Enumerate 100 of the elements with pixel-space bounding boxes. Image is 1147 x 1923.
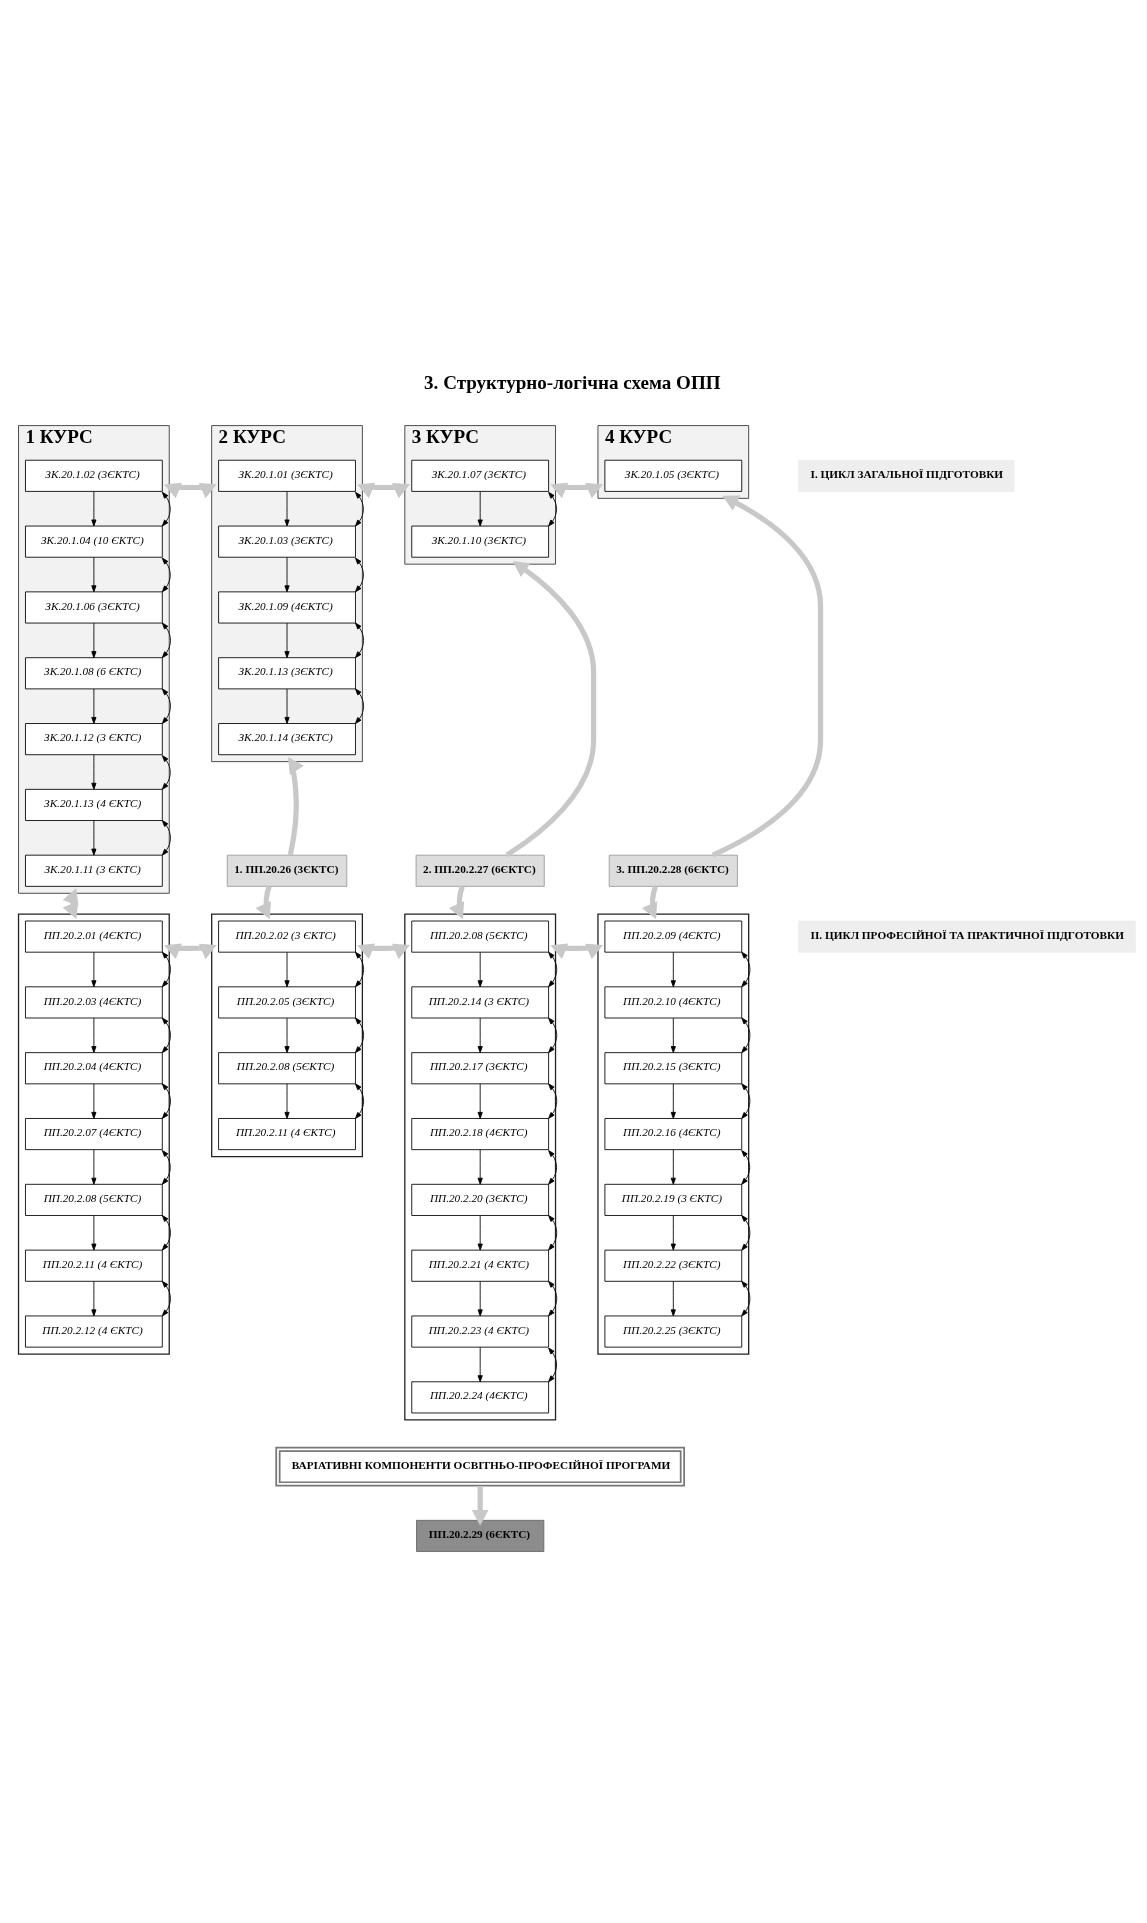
- node-box: ПП.20.2.05 (3ЄКТС): [218, 986, 356, 1019]
- arrow: [670, 1083, 676, 1119]
- node-box: ПП.20.2.21 (4 ЄКТС): [411, 1249, 550, 1282]
- arrow: [550, 482, 604, 499]
- node-box: 2. ПП.20.2.27 (6ЄКТС): [415, 854, 545, 887]
- node-box: ПП.20.2.15 (3ЄКТС): [604, 1052, 743, 1085]
- arrow: [548, 1017, 558, 1054]
- arrow: [91, 1017, 97, 1054]
- arrow: [91, 951, 97, 988]
- arrow: [477, 491, 483, 527]
- node-box: ПП.20.2.23 (4 ЄКТС): [411, 1315, 550, 1348]
- arrow: [91, 622, 97, 659]
- node-box: ПП.20.2.17 (3ЄКТС): [411, 1052, 550, 1085]
- node-box: ЗК.20.1.08 (6 ЄКТС): [25, 657, 163, 690]
- arrow: [471, 1486, 489, 1526]
- arrow: [161, 1215, 171, 1251]
- arrow: [91, 491, 97, 527]
- arrow: [91, 1281, 97, 1317]
- arrow: [161, 1280, 171, 1317]
- node-box: 1. ПП.20.26 (3ЄКТС): [226, 854, 348, 887]
- node-box: ПП.20.2.08 (5ЄКТС): [218, 1052, 356, 1085]
- arrow: [477, 1083, 483, 1119]
- arrow: [548, 1083, 558, 1119]
- node-box: ПП.20.2.20 (3ЄКТС): [411, 1183, 550, 1216]
- arrow: [91, 1215, 97, 1251]
- arrow: [357, 943, 410, 960]
- arrow: [161, 557, 171, 593]
- node-box: ЗК.20.1.14 (3ЄКТС): [218, 723, 356, 756]
- arrow: [448, 885, 465, 920]
- arrow: [164, 943, 217, 960]
- node-box: ПП.20.2.07 (4ЄКТС): [25, 1118, 163, 1151]
- arrow: [641, 885, 658, 920]
- node-box: ПП.20.2.04 (4ЄКТС): [25, 1052, 163, 1085]
- arrow: [741, 1017, 751, 1054]
- arrow: [355, 557, 364, 593]
- node-box: ЗК.20.1.06 (3ЄКТС): [25, 591, 163, 624]
- node-box: ЗК.20.1.10 (3ЄКТС): [411, 525, 550, 558]
- arrow: [91, 754, 97, 790]
- arrow: [355, 1083, 365, 1119]
- arrow: [161, 1017, 171, 1054]
- node-box: ПП.20.2.03 (4ЄКТС): [25, 986, 163, 1019]
- arrow: [284, 688, 290, 724]
- arrow: [357, 482, 410, 499]
- node-box: ЗК.20.1.05 (3ЄКТС): [604, 459, 743, 492]
- arrow: [741, 1280, 751, 1317]
- arrow: [161, 1083, 171, 1119]
- arrow: [548, 1347, 557, 1383]
- arrow: [287, 756, 304, 856]
- arrow: [91, 820, 97, 856]
- arrow: [477, 1281, 483, 1317]
- arrow: [477, 1215, 483, 1251]
- node-box: ПП.20.2.08 (5ЄКТС): [411, 920, 550, 953]
- arrow: [284, 491, 290, 527]
- arrow: [741, 951, 751, 988]
- arrow: [355, 688, 365, 724]
- node-box: ЗК.20.1.09 (4ЄКТС): [218, 591, 356, 624]
- arrow: [91, 1083, 97, 1119]
- node-box: ПП.20.2.01 (4ЄКТС): [25, 920, 163, 953]
- node-box: ПП.20.2.11 (4 ЄКТС): [25, 1249, 163, 1282]
- arrow: [548, 491, 557, 527]
- node-box: ПП.20.2.19 (3 ЄКТС): [604, 1183, 743, 1216]
- arrow: [164, 482, 217, 499]
- arrow: [355, 491, 364, 527]
- arrow: [62, 888, 79, 920]
- arrow: [670, 1017, 676, 1054]
- arrow: [670, 1281, 676, 1317]
- node-box: ПП.20.2.08 (5ЄКТС): [25, 1183, 163, 1216]
- node-box: ЗК.20.1.04 (10 ЄКТС): [25, 525, 163, 558]
- arrow: [477, 951, 483, 988]
- node-box: ЗК.20.1.07 (3ЄКТС): [411, 459, 550, 492]
- arrow: [161, 688, 171, 724]
- arrow: [548, 951, 558, 988]
- arrow: [355, 1017, 365, 1054]
- arrow: [355, 622, 365, 659]
- node-box: ЗК.20.1.12 (3 ЄКТС): [25, 723, 163, 756]
- arrow: [91, 556, 97, 593]
- arrow: [284, 556, 290, 593]
- arrow: [161, 622, 171, 659]
- arrow: [550, 943, 604, 960]
- node-box: ЗК.20.1.11 (3 ЄКТС): [25, 854, 163, 887]
- arrow: [548, 1150, 557, 1185]
- node-box: ПП.20.2.12 (4 ЄКТС): [25, 1315, 163, 1348]
- arrow: [477, 1346, 483, 1383]
- node-box: ПП.20.2.29 (6ЄКТС): [416, 1519, 545, 1552]
- arrow: [670, 1149, 676, 1185]
- arrow: [161, 951, 171, 988]
- arrow: [741, 1150, 751, 1185]
- node-box: 3. ПП.20.2.28 (6ЄКТС): [608, 854, 738, 887]
- node-box: ПП.20.2.22 (3ЄКТС): [604, 1249, 743, 1282]
- node-box: ПП.20.2.09 (4ЄКТС): [604, 920, 743, 953]
- arrow: [161, 491, 171, 527]
- arrow: [548, 1280, 558, 1317]
- node-box: ПП.20.2.02 (3 ЄКТС): [218, 920, 356, 953]
- arrow: [711, 495, 824, 858]
- arrow: [91, 1149, 97, 1185]
- node-box: ЗК.20.1.02 (3ЄКТС): [25, 459, 163, 492]
- node-box: ПП.20.2.18 (4ЄКТС): [411, 1118, 550, 1151]
- diagram-title: 3. Структурно-логічна схема ОПП: [424, 372, 721, 394]
- arrow: [284, 951, 290, 988]
- arrow: [741, 1215, 751, 1251]
